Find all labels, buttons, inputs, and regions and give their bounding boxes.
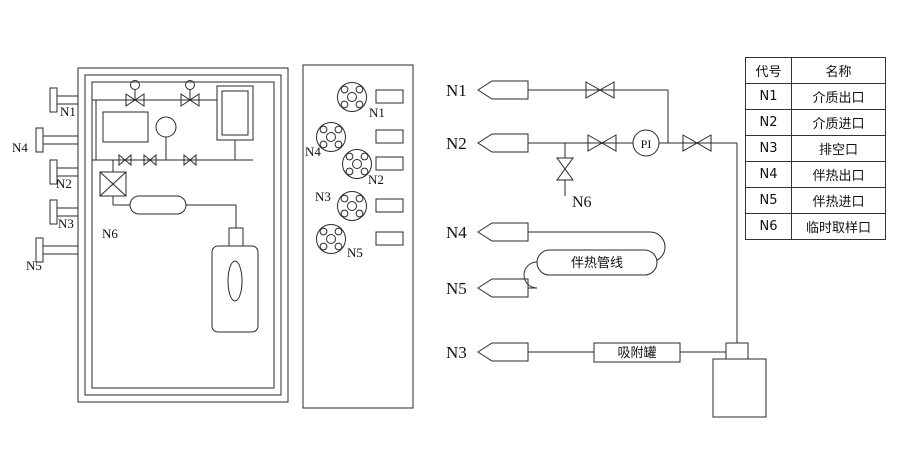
legend-name: 伴热出口 (791, 161, 886, 188)
panel-slot (375, 89, 404, 104)
controller-box (102, 111, 149, 143)
adsorber-label: 吸附罐 (617, 346, 656, 361)
cabinet-front-view: N1 N4 N2 N3 N6 N5 (12, 67, 289, 403)
legend-table: 代号 名称 N1 介质出口 N2 介质进口 N3 排空口 N4 伴热出口 N5 … (745, 57, 886, 240)
nozzle-stub-n4 (35, 127, 78, 153)
cabinet-inner-frame (91, 81, 275, 389)
cabinet-internals (92, 80, 259, 333)
flange-icon (316, 224, 346, 254)
panel-frame (302, 64, 414, 409)
schematic-tag-n5: N5 (446, 279, 467, 298)
schematic-tag-n3: N3 (446, 343, 467, 362)
vessel-body (712, 358, 767, 418)
flow-tag-icon (477, 278, 529, 298)
cabinet-label-n4: N4 (12, 140, 28, 155)
valve-icon (682, 134, 712, 152)
legend-header-name: 名称 (791, 57, 886, 84)
valve-icon (587, 134, 617, 152)
schematic-tag-n4: N4 (446, 223, 467, 242)
pi-label: PI (641, 137, 652, 151)
cabinet-door-frame (84, 74, 282, 396)
regulator-block (99, 160, 127, 197)
nozzle-stub-n1 (49, 87, 78, 113)
flow-tag-icon (477, 342, 529, 362)
legend-row: N2 介质进口 (745, 109, 886, 136)
adsorber-box (593, 342, 681, 363)
legend-code: N3 (745, 135, 792, 162)
pressure-gauge-icon (155, 116, 177, 160)
legend-row: N5 伴热进口 (745, 187, 886, 214)
legend-header-code: 代号 (745, 57, 792, 84)
tall-cabinet-box-inner (221, 90, 249, 136)
line-n3 (477, 342, 726, 363)
valve-icon (118, 153, 132, 167)
legend-code: N4 (745, 161, 792, 188)
legend-name: 介质进口 (791, 109, 886, 136)
valve-icon (556, 157, 574, 181)
cabinet-label-n6: N6 (102, 226, 118, 241)
legend-header-row: 代号 名称 (745, 57, 886, 84)
vessel-neck (725, 342, 749, 360)
n6-branch (556, 143, 574, 196)
legend-name: 伴热进口 (791, 187, 886, 214)
sample-bottle (211, 227, 259, 333)
heat-trace-loop (477, 222, 666, 298)
panel-side-view: N1 N4 N2 N3 N5 (302, 64, 414, 409)
flange-icon (337, 82, 367, 112)
panel-label-n3: N3 (315, 189, 331, 204)
panel-label-n4: N4 (305, 144, 321, 159)
filter-cylinder (112, 195, 237, 228)
legend-code: N2 (745, 109, 792, 136)
flow-tag-icon (477, 80, 529, 100)
panel-slot (375, 198, 404, 213)
panel-slot (375, 156, 404, 171)
nozzle-stub-n2 (49, 159, 78, 185)
panel-label-n5: N5 (347, 245, 363, 260)
pid-schematic: N1 N2 N4 N5 N3 N6 PI 伴热管线 吸附罐 (446, 80, 767, 418)
cabinet-label-n1: N1 (60, 104, 76, 119)
legend-row: N4 伴热出口 (745, 161, 886, 188)
valve-icon (585, 81, 615, 99)
vent-vessel (712, 143, 767, 418)
legend-row: N3 排空口 (745, 135, 886, 162)
panel-slot (375, 231, 404, 246)
legend-code: N1 (745, 83, 792, 110)
legend-name: 临时取样口 (791, 213, 886, 240)
valve-icon (183, 153, 197, 167)
valve-icon (125, 80, 145, 107)
cabinet-label-n2: N2 (56, 176, 72, 191)
panel-label-n1: N1 (369, 105, 385, 120)
line-n1 (477, 80, 669, 143)
panel-label-n2: N2 (368, 172, 384, 187)
flow-tag-icon (477, 222, 529, 242)
schematic-tag-n2: N2 (446, 134, 467, 153)
legend-row: N1 介质出口 (745, 83, 886, 110)
flange-icon (342, 149, 372, 179)
legend-name: 排空口 (791, 135, 886, 162)
pi-indicator (632, 129, 660, 157)
cabinet-outer-frame (77, 67, 289, 403)
panel-slot (375, 129, 404, 144)
schematic-label-n6: N6 (572, 194, 592, 211)
legend-row: N6 临时取样口 (745, 213, 886, 240)
cabinet-label-n3: N3 (58, 216, 74, 231)
valve-icon (180, 80, 200, 107)
flow-tag-icon (477, 133, 529, 153)
legend-code: N6 (745, 213, 792, 240)
flange-icon (337, 191, 367, 221)
legend-code: N5 (745, 187, 792, 214)
cabinet-label-n5: N5 (26, 258, 42, 273)
heat-trace-label: 伴热管线 (571, 256, 623, 271)
flange-icon (316, 122, 346, 152)
line-n2 (477, 129, 737, 157)
valve-icon (143, 153, 157, 167)
nozzle-stub-n5 (35, 237, 78, 263)
legend-name: 介质出口 (791, 83, 886, 110)
nozzle-stub-n3 (49, 199, 78, 225)
schematic-tag-n1: N1 (446, 81, 467, 100)
